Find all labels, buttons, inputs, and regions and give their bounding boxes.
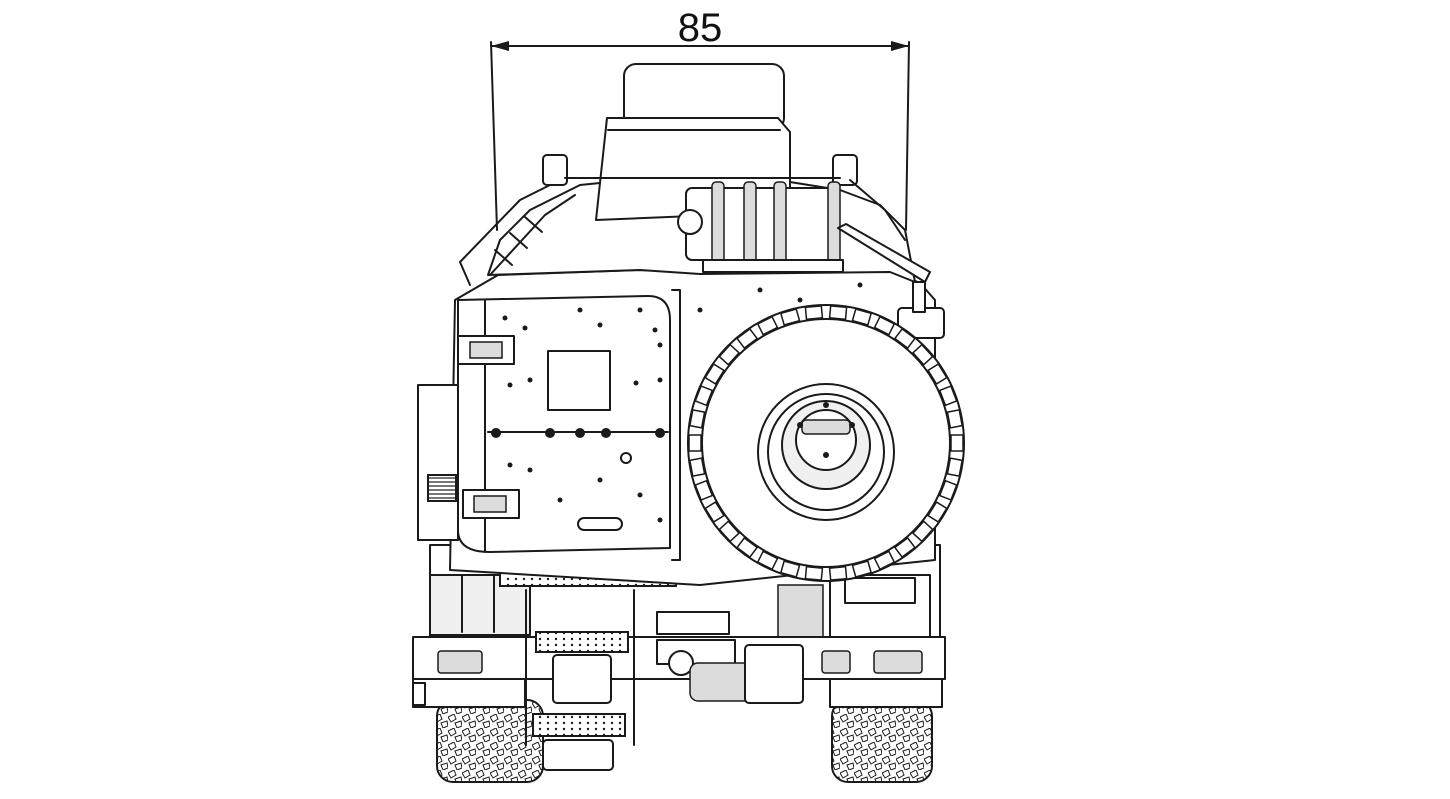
rear-door <box>457 295 671 553</box>
rear-wheel-left <box>436 699 544 783</box>
tow-hitch <box>656 611 761 702</box>
exhaust-pipe <box>837 223 931 283</box>
rear-wheel-right <box>831 699 933 783</box>
spare-wheel-lugs <box>688 305 964 581</box>
grab-rail <box>671 289 681 561</box>
vent-grille <box>427 474 457 502</box>
dimension-value: 85 <box>677 6 723 50</box>
turret <box>595 63 791 221</box>
roof-rail-right <box>564 154 906 241</box>
side-equipment-box <box>417 384 459 541</box>
spring-pack <box>777 584 824 638</box>
roof-canisters <box>677 181 844 273</box>
door-window <box>547 350 611 411</box>
door-handle <box>577 517 623 531</box>
door-hinge-top <box>457 335 515 365</box>
dimension-line <box>490 41 910 231</box>
step-bottom <box>532 713 626 737</box>
tail-light-left <box>437 650 483 674</box>
roof-rail-left <box>459 154 576 286</box>
hull-bolts <box>502 282 863 523</box>
tail-light-right <box>873 650 923 674</box>
jerrycan-holder <box>744 644 804 704</box>
spare-wheel <box>687 304 965 582</box>
step-middle <box>535 631 629 653</box>
